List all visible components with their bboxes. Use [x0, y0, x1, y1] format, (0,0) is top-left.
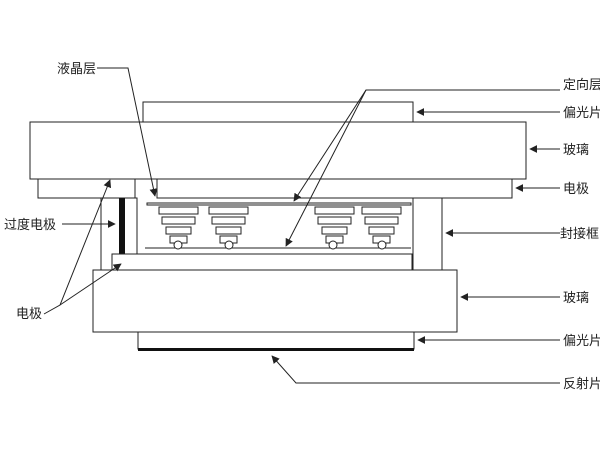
top-glass: [29, 121, 527, 180]
lc-molecule-group: [158, 206, 199, 250]
lc-molecule-group: [361, 206, 402, 250]
transition-electrode-bar: [119, 198, 125, 254]
label-reflector: 反射片: [563, 376, 600, 392]
label-seal-frame: 封接框: [560, 226, 599, 242]
bottom-glass: [92, 269, 458, 333]
label-liquid-crystal-layer: 液晶层: [57, 62, 96, 77]
lc-molecule-group: [314, 206, 355, 250]
label-alignment-layer: 定向层: [563, 77, 600, 93]
top-electrode-left: [37, 178, 136, 199]
label-electrode-right: 电极: [563, 182, 589, 197]
label-glass-top: 玻璃: [563, 143, 589, 158]
bottom-polarizer: [137, 331, 415, 350]
top-electrode-right: [156, 178, 513, 199]
label-polarizer-top: 偏光片: [563, 106, 600, 121]
seal-frame-right: [412, 197, 443, 271]
top-polarizer: [142, 101, 414, 123]
alignment-layer-top: [146, 202, 412, 206]
leader-lines: [43, 67, 560, 384]
label-glass-bottom: 玻璃: [563, 291, 589, 306]
reflector: [138, 348, 414, 351]
label-electrode-left: 电极: [16, 307, 42, 322]
label-transition-electrode: 过度电极: [4, 217, 56, 233]
liquid-crystal-molecules: [158, 206, 402, 250]
bottom-electrode: [111, 253, 413, 271]
lc-molecule-group: [208, 206, 249, 250]
label-polarizer-bottom: 偏光片: [563, 334, 600, 349]
